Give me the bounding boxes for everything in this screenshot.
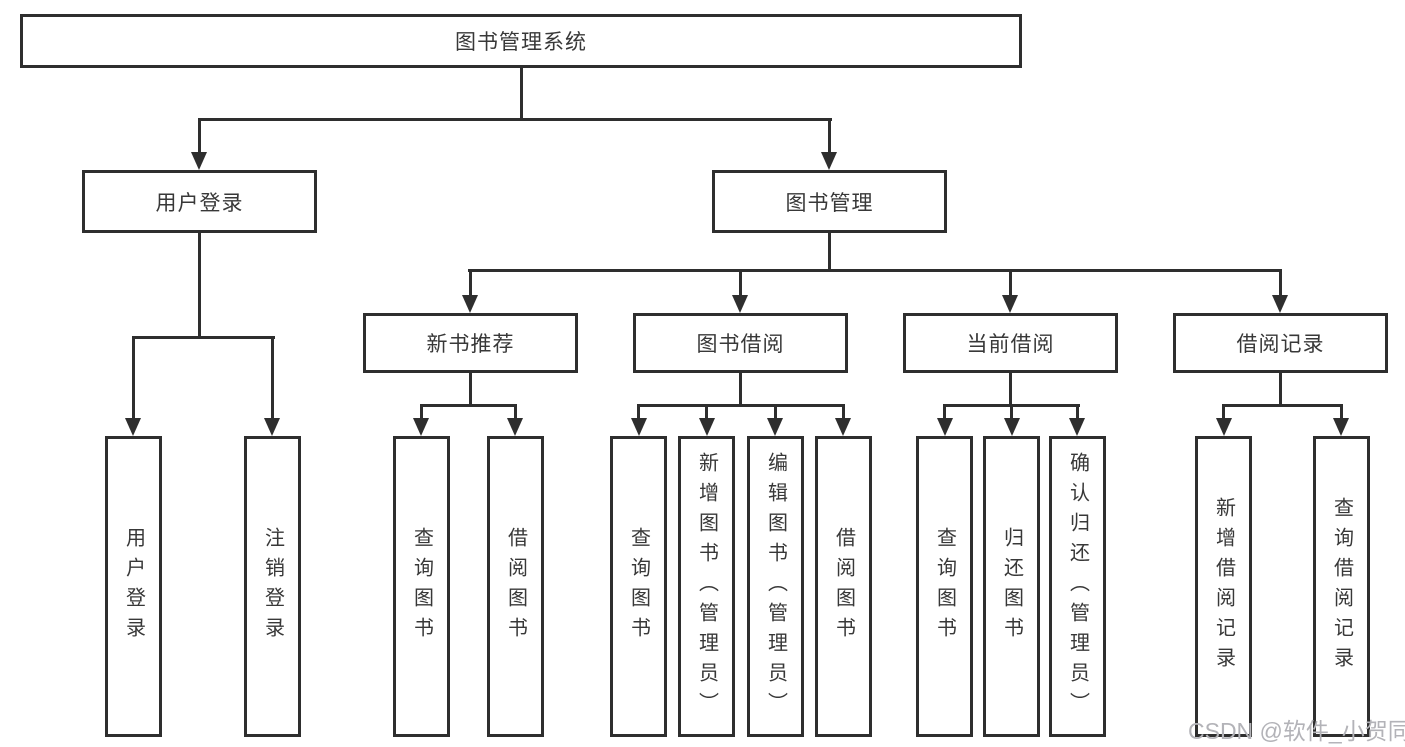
- node-new-book-recommendation-label: 新书推荐: [426, 333, 515, 356]
- leaf-borrow-books-recommend: 借阅图书: [487, 436, 544, 737]
- connector-line: [198, 118, 201, 154]
- node-borrowing-records: 借阅记录: [1173, 313, 1388, 373]
- connector-line: [637, 404, 845, 407]
- connector-line: [828, 231, 831, 272]
- connector-line: [420, 404, 517, 407]
- leaf-logout: 注销登录: [244, 436, 301, 737]
- node-new-book-recommendation: 新书推荐: [363, 313, 578, 373]
- connector-line: [1222, 404, 1343, 407]
- arrow-down-icon: [1216, 418, 1232, 436]
- leaf-add-borrow-record-label: 新增借阅记录: [1212, 496, 1235, 677]
- leaf-query-books-current: 查询图书: [916, 436, 973, 737]
- leaf-add-borrow-record: 新增借阅记录: [1195, 436, 1252, 737]
- arrow-down-icon: [631, 418, 647, 436]
- connector-line: [637, 404, 640, 421]
- leaf-query-books-recommend-label: 查询图书: [410, 526, 433, 647]
- leaf-confirm-return-admin: 确认归还（管理员）: [1049, 436, 1106, 737]
- leaf-query-borrow-record-label: 查询借阅记录: [1330, 496, 1353, 677]
- connector-line: [198, 118, 832, 121]
- connector-line: [1009, 371, 1012, 407]
- arrow-down-icon: [125, 418, 141, 436]
- node-book-management: 图书管理: [712, 170, 947, 233]
- arrow-down-icon: [1333, 418, 1349, 436]
- arrow-down-icon: [264, 418, 280, 436]
- leaf-edit-book-admin-label: 编辑图书（管理员）: [764, 451, 787, 722]
- connector-line: [842, 404, 845, 421]
- connector-line: [198, 231, 201, 338]
- leaf-borrow-books-recommend-label: 借阅图书: [504, 526, 527, 647]
- node-book-borrowing-label: 图书借阅: [696, 333, 785, 356]
- connector-line: [1010, 404, 1013, 421]
- node-borrowing-records-label: 借阅记录: [1236, 333, 1325, 356]
- connector-line: [520, 66, 523, 120]
- arrow-down-icon: [732, 295, 748, 313]
- connector-line: [705, 404, 708, 421]
- connector-line: [774, 404, 777, 421]
- connector-line: [1222, 404, 1225, 421]
- arrow-down-icon: [462, 295, 478, 313]
- arrow-down-icon: [413, 418, 429, 436]
- connector-line: [132, 336, 275, 339]
- node-book-borrowing: 图书借阅: [633, 313, 848, 373]
- leaf-query-books-current-label: 查询图书: [933, 526, 956, 647]
- node-book-management-label: 图书管理: [785, 191, 874, 215]
- leaf-query-books-borrowing: 查询图书: [610, 436, 667, 737]
- connector-line: [739, 269, 742, 299]
- connector-line: [828, 118, 831, 154]
- arrow-down-icon: [835, 418, 851, 436]
- arrow-down-icon: [191, 152, 207, 170]
- arrow-down-icon: [937, 418, 953, 436]
- connector-line: [420, 404, 423, 421]
- connector-line: [943, 404, 946, 421]
- connector-line: [1279, 371, 1282, 407]
- leaf-logout-label: 注销登录: [261, 526, 284, 647]
- arrow-down-icon: [1069, 418, 1085, 436]
- arrow-down-icon: [507, 418, 523, 436]
- arrow-down-icon: [1272, 295, 1288, 313]
- connector-line: [1279, 269, 1282, 299]
- leaf-add-book-admin-label: 新增图书（管理员）: [695, 451, 718, 722]
- connector-line: [1340, 404, 1343, 421]
- connector-line: [514, 404, 517, 421]
- connector-line: [1009, 269, 1012, 299]
- arrow-down-icon: [767, 418, 783, 436]
- leaf-borrow-books-borrowing-label: 借阅图书: [832, 526, 855, 647]
- leaf-add-book-admin: 新增图书（管理员）: [678, 436, 735, 737]
- leaf-user-login: 用户登录: [105, 436, 162, 737]
- leaf-query-borrow-record: 查询借阅记录: [1313, 436, 1370, 737]
- node-user-login-label: 用户登录: [155, 191, 244, 215]
- connector-line: [469, 371, 472, 407]
- node-user-login: 用户登录: [82, 170, 317, 233]
- leaf-return-book-label: 归还图书: [1000, 526, 1023, 647]
- leaf-query-books-borrowing-label: 查询图书: [627, 526, 650, 647]
- node-current-borrowing: 当前借阅: [903, 313, 1118, 373]
- watermark: CSDN @软件_小贺同学: [1188, 718, 1405, 744]
- leaf-return-book: 归还图书: [983, 436, 1040, 737]
- leaf-edit-book-admin: 编辑图书（管理员）: [747, 436, 804, 737]
- arrow-down-icon: [821, 152, 837, 170]
- arrow-down-icon: [1004, 418, 1020, 436]
- leaf-confirm-return-admin-label: 确认归还（管理员）: [1066, 451, 1089, 722]
- connector-line: [1076, 404, 1079, 421]
- connector-line: [739, 371, 742, 407]
- connector-line: [469, 269, 472, 299]
- node-library-system-label: 图书管理系统: [455, 31, 587, 54]
- arrow-down-icon: [1002, 295, 1018, 313]
- leaf-user-login-label: 用户登录: [122, 526, 145, 647]
- node-current-borrowing-label: 当前借阅: [966, 333, 1055, 356]
- leaf-query-books-recommend: 查询图书: [393, 436, 450, 737]
- node-library-system: 图书管理系统: [20, 14, 1022, 68]
- connector-line: [132, 336, 135, 422]
- connector-line: [271, 336, 274, 422]
- leaf-borrow-books-borrowing: 借阅图书: [815, 436, 872, 737]
- connector-line: [468, 269, 1281, 272]
- arrow-down-icon: [699, 418, 715, 436]
